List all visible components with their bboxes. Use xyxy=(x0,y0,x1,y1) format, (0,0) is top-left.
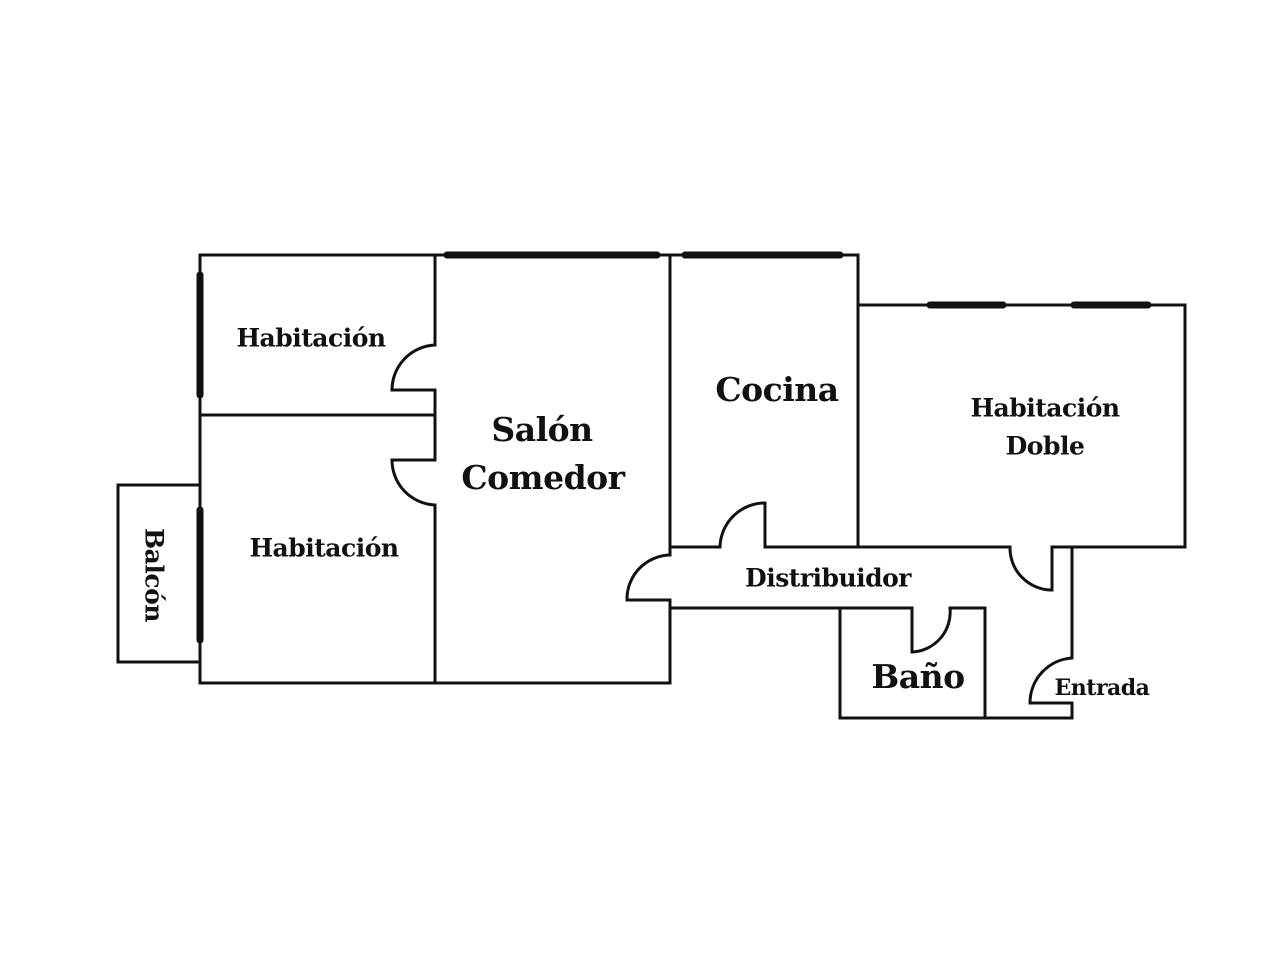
doors xyxy=(390,343,1074,705)
door-entrance xyxy=(1028,656,1074,705)
walls xyxy=(116,253,1187,720)
door-bathroom xyxy=(910,606,952,654)
wall-top xyxy=(198,253,1187,549)
label-bedroom-bottom: Habitación xyxy=(249,534,398,563)
label-living-line2: Comedor xyxy=(461,458,625,497)
label-kitchen: Cocina xyxy=(715,370,838,409)
door-bedroom-top xyxy=(390,343,437,392)
label-hallway: Distribuidor xyxy=(745,564,912,593)
label-bathroom: Baño xyxy=(871,657,964,696)
label-living-line1: Salón xyxy=(491,410,593,449)
wall-balcony xyxy=(116,483,202,664)
label-bedroom-top: Habitación xyxy=(236,324,385,353)
door-salon xyxy=(625,553,672,602)
label-double-bedroom-line2: Doble xyxy=(1006,432,1085,461)
label-entrance: Entrada xyxy=(1055,675,1150,701)
door-bedroom-bottom xyxy=(390,458,437,507)
label-balcony: Balcón xyxy=(140,528,169,622)
door-double-bedroom xyxy=(1008,545,1054,592)
room-labels: Habitación Habitación Balcón Salón Comed… xyxy=(140,324,1151,702)
label-double-bedroom-line1: Habitación xyxy=(970,394,1119,423)
door-kitchen xyxy=(718,501,767,549)
